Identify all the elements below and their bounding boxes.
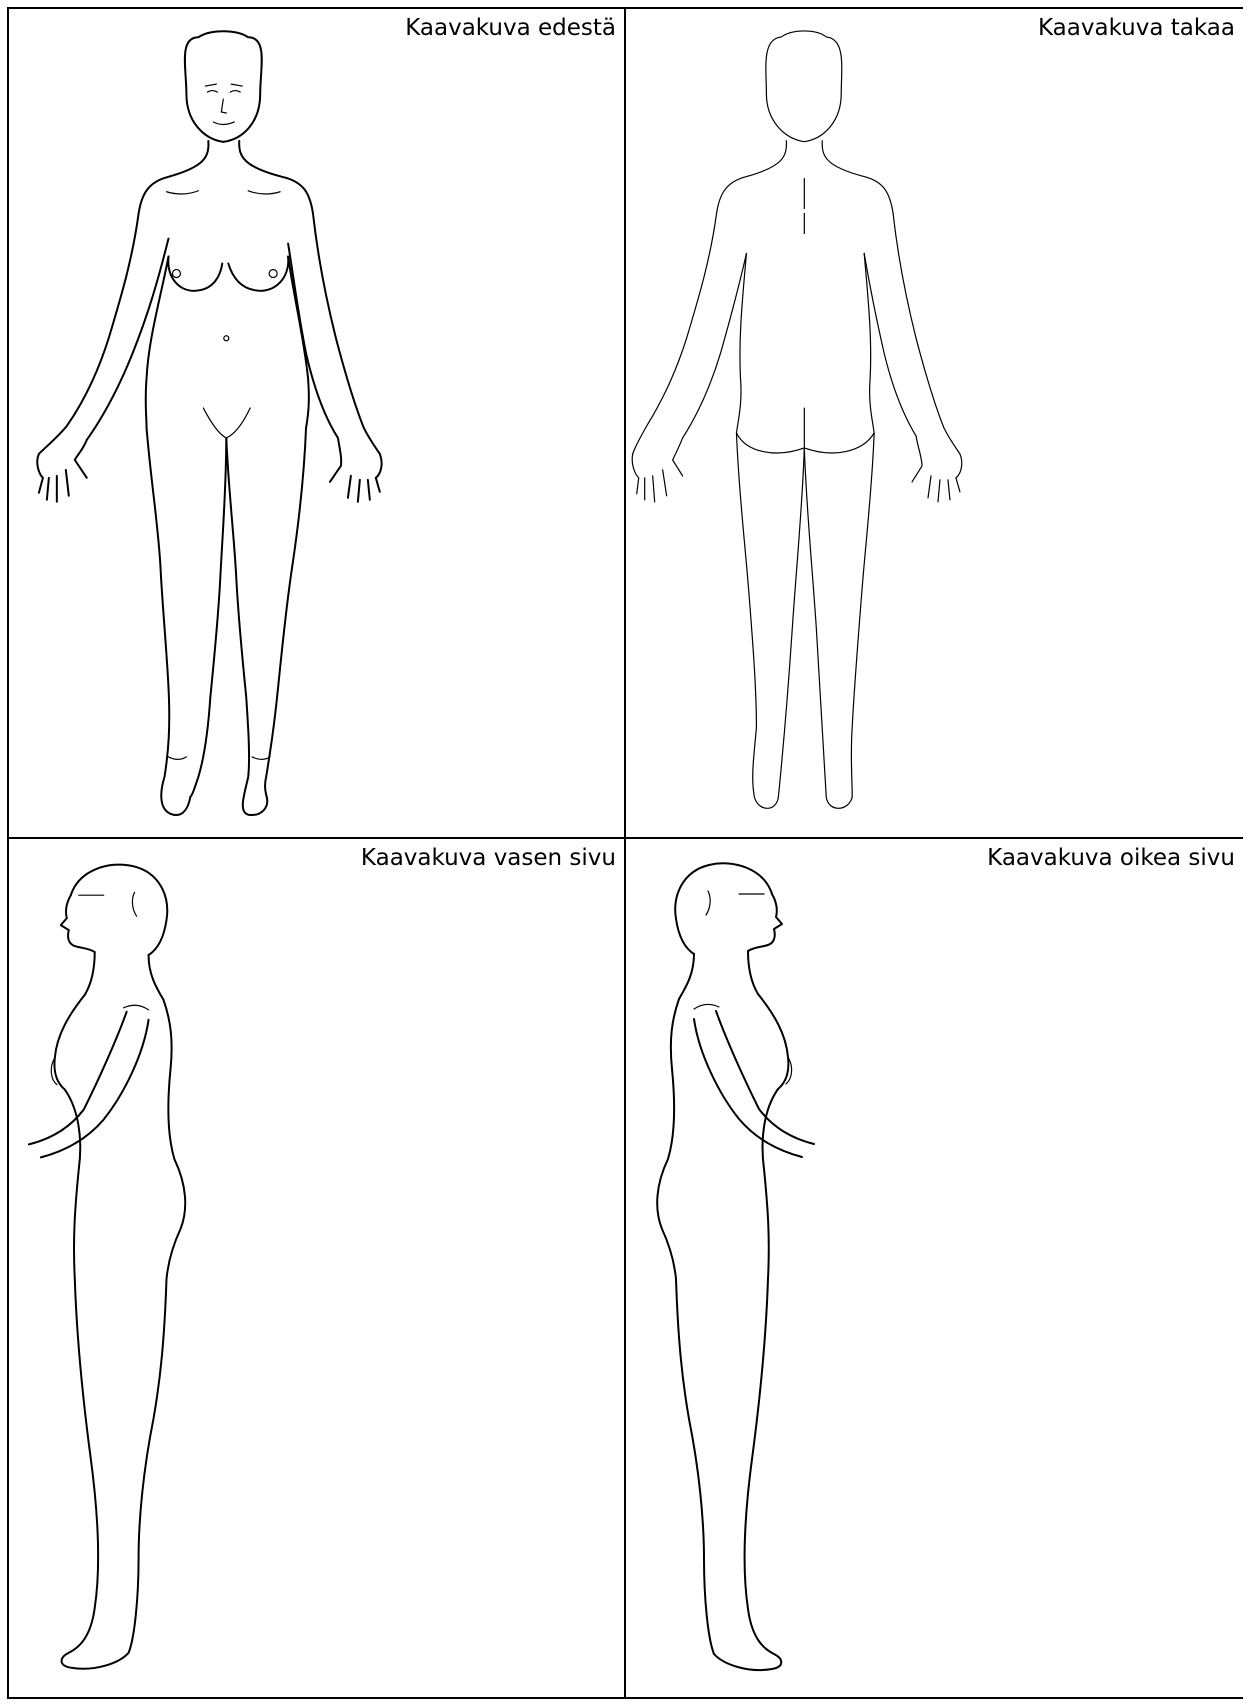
panel-front: Kaavakuva edestä [9,9,626,839]
left-side-body-figure [9,839,624,1697]
panel-left-side: Kaavakuva vasen sivu [9,839,626,1697]
panel-back: Kaavakuva takaa [626,9,1243,839]
back-body-figure [626,9,1243,837]
right-side-body-figure [626,839,1243,1697]
panel-right-side: Kaavakuva oikea sivu [626,839,1243,1697]
front-body-figure [9,9,624,837]
body-diagram-grid: Kaavakuva edestä [7,7,1243,1699]
